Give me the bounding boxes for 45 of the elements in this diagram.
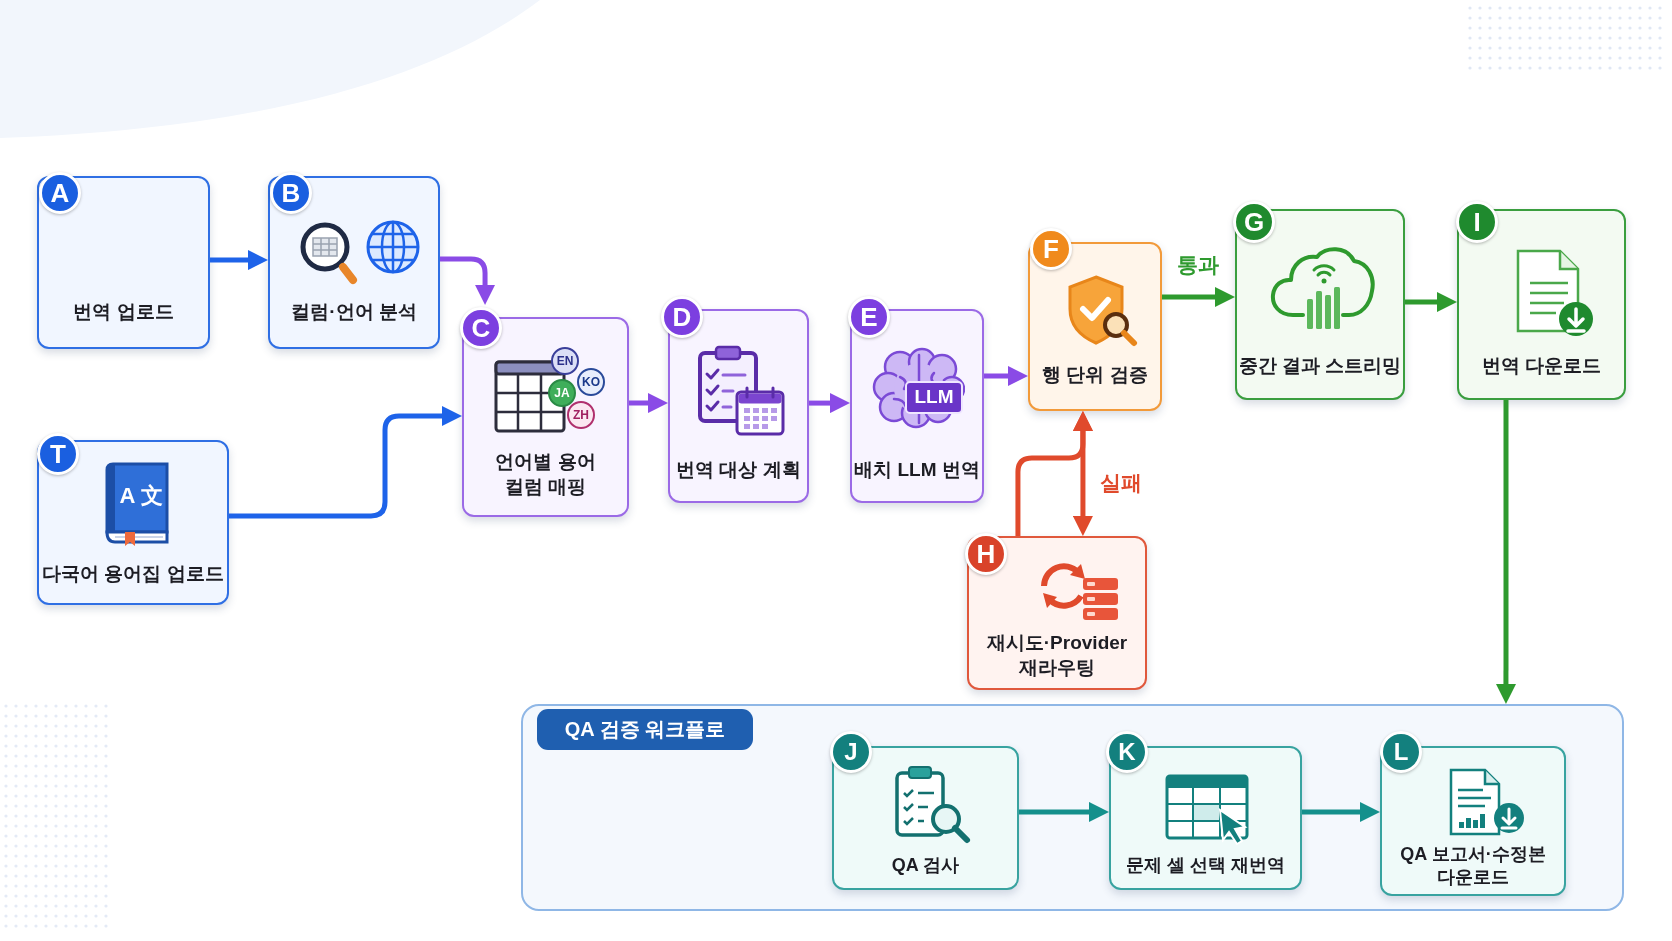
arrow [210,250,268,271]
letter-badge: E [848,296,890,338]
letter-badge: F [1030,228,1072,270]
arrow [809,393,850,414]
step-label: 다국어 용어집 업로드 [42,561,224,586]
group-panel [521,704,1624,911]
letter-badge: K [1106,731,1148,773]
letter-badge: C [460,307,502,349]
arrow [984,366,1028,386]
process-box [37,176,210,349]
arrow [1405,292,1457,312]
letter-badge: B [270,172,312,214]
step-label: 중간 결과 스트리밍 [1238,353,1402,378]
step-label: QA 검사 [891,854,960,878]
process-box [967,536,1147,690]
arrow [440,256,496,305]
arrow [1019,801,1109,822]
letter-badge: I [1456,201,1498,243]
letter-badge: A [39,172,81,214]
cover-lettering: A 文 [119,482,163,510]
letter-badge: G [1233,201,1275,243]
arrow [1302,802,1380,822]
letter-badge: H [965,533,1007,575]
step-label: 행 단위 검증 [1042,362,1148,387]
arrow [1015,411,1093,536]
step-label: 배치 LLM 번역 [854,457,980,482]
step-label: 문제 셀 선택 재번역 [1126,854,1285,878]
arrow [629,393,668,414]
step-label: QA 보고서·수정본 다운로드 [1399,842,1547,889]
step-label: 번역 다운로드 [1481,353,1602,378]
step-label: 컬럼·언어 분석 [291,299,417,324]
step-label: 재시도·Provider 재라우팅 [985,631,1129,680]
step-label: 번역 업로드 [73,299,174,324]
arrow [1162,287,1235,307]
step-label: 언어별 용어 컬럼 매핑 [494,450,597,499]
arrow [229,406,462,519]
letter-badge: D [661,296,703,338]
letter-badge: T [37,433,79,475]
letter-badge: L [1380,731,1422,773]
step-label: 번역 대상 계획 [676,457,801,482]
arrow [1496,400,1516,704]
label-chip: LLM [905,380,963,414]
process-box [268,176,440,349]
section-tab: QA 검증 워크플로 [537,709,753,750]
letter-badge: J [830,731,872,773]
